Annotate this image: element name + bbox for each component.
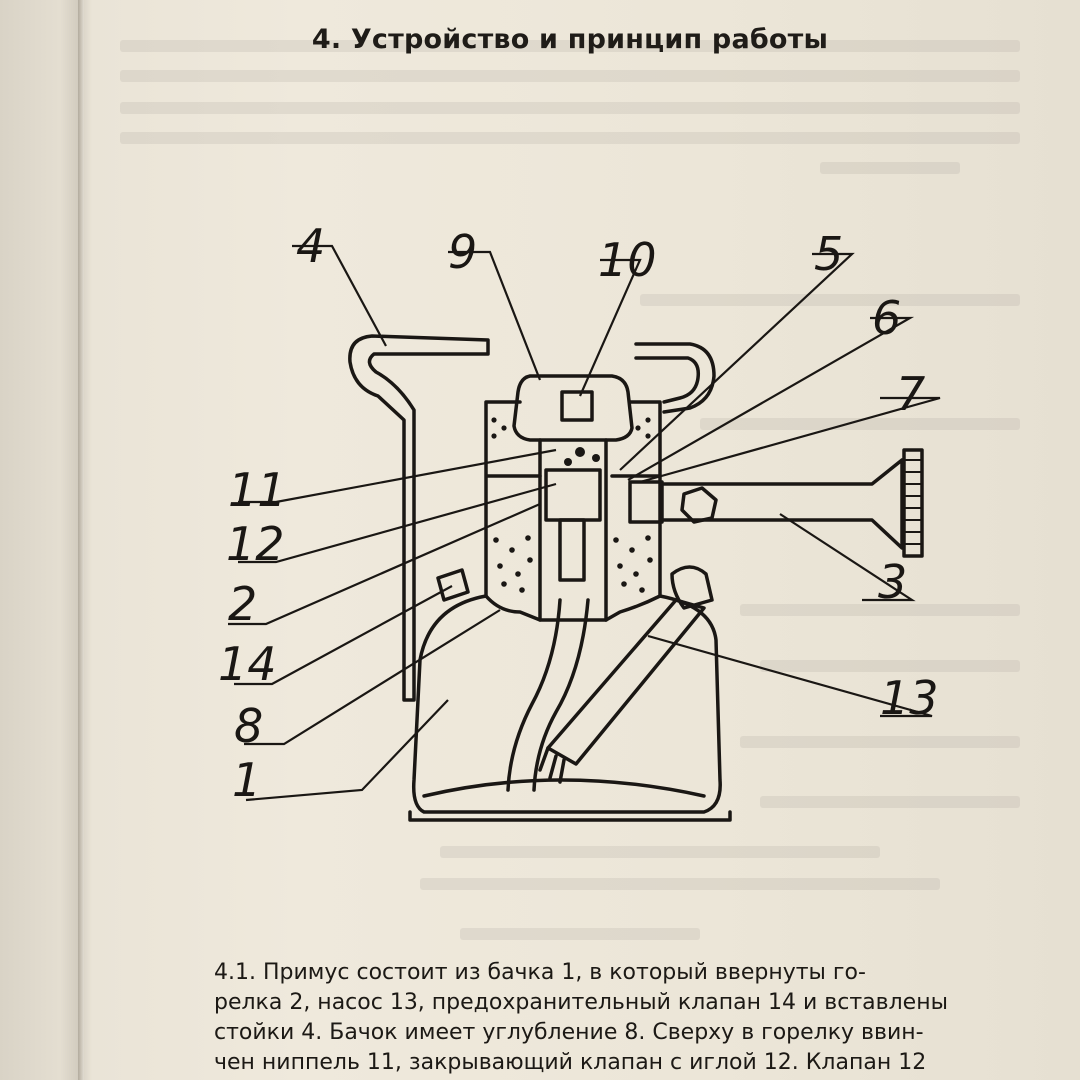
burner-cap xyxy=(512,374,634,442)
knob-knurl xyxy=(903,459,923,545)
callout-6: 6 xyxy=(872,291,901,345)
callout-14: 14 xyxy=(218,637,277,691)
valve-knob xyxy=(902,448,924,558)
callout-11: 11 xyxy=(228,463,287,517)
pump-nozzle xyxy=(538,746,566,784)
show-through-text xyxy=(760,796,1020,808)
callout-3: 3 xyxy=(878,555,907,609)
callout-10: 10 xyxy=(598,233,657,287)
callout-7: 7 xyxy=(896,367,925,421)
callout-4: 4 xyxy=(296,219,325,273)
page-fold xyxy=(78,0,84,1080)
callout-8: 8 xyxy=(234,699,263,753)
stand-left xyxy=(348,334,490,702)
needle-valve xyxy=(558,518,586,582)
stand-right xyxy=(634,342,716,414)
paragraph-line: чен ниппель 11, закрывающий клапан с игл… xyxy=(214,1050,927,1075)
burner-body xyxy=(538,438,608,622)
show-through-text xyxy=(740,736,1020,748)
valve-shaft xyxy=(660,458,904,550)
show-through-text xyxy=(120,40,1020,52)
tank-base xyxy=(408,778,732,822)
callout-9: 9 xyxy=(448,225,477,279)
valve-hex xyxy=(680,486,718,524)
callout-13: 13 xyxy=(880,671,939,725)
show-through-text xyxy=(640,294,1020,306)
show-through-text xyxy=(120,102,1020,114)
burner-perforations xyxy=(491,417,653,593)
callout-12: 12 xyxy=(226,517,285,571)
safety-valve xyxy=(436,568,470,602)
paragraph-4-1: 4.1. Примус состоит из бачка 1, в которы… xyxy=(214,958,1034,1078)
fuel-line xyxy=(506,598,590,792)
burner-insert xyxy=(560,390,594,422)
show-through-text xyxy=(700,418,1020,430)
show-through-text xyxy=(420,878,940,890)
show-through-text xyxy=(740,604,1020,616)
callout-2: 2 xyxy=(228,577,257,631)
show-through-text xyxy=(820,162,960,174)
paragraph-line: стойки 4. Бачок имеет углубление 8. Свер… xyxy=(214,1020,924,1045)
fuel-tank xyxy=(411,594,722,814)
show-through-text xyxy=(440,846,880,858)
callout-1: 1 xyxy=(232,753,261,807)
section-heading: 4. Устройство и принцип работы xyxy=(311,24,829,55)
valve-arm xyxy=(628,480,664,524)
show-through-text xyxy=(460,928,700,940)
paragraph-line: релка 2, насос 13, предохранительный кла… xyxy=(214,990,948,1015)
show-through-text xyxy=(120,70,1020,82)
show-through-text xyxy=(120,132,1020,144)
leader-lines xyxy=(228,244,941,802)
callout-5: 5 xyxy=(814,227,843,281)
nipple-block xyxy=(544,468,602,522)
show-through-text xyxy=(760,660,1020,672)
paragraph-line: 4.1. Примус состоит из бачка 1, в которы… xyxy=(214,960,866,985)
pump-cap xyxy=(670,565,714,610)
burner-housing xyxy=(484,400,662,598)
